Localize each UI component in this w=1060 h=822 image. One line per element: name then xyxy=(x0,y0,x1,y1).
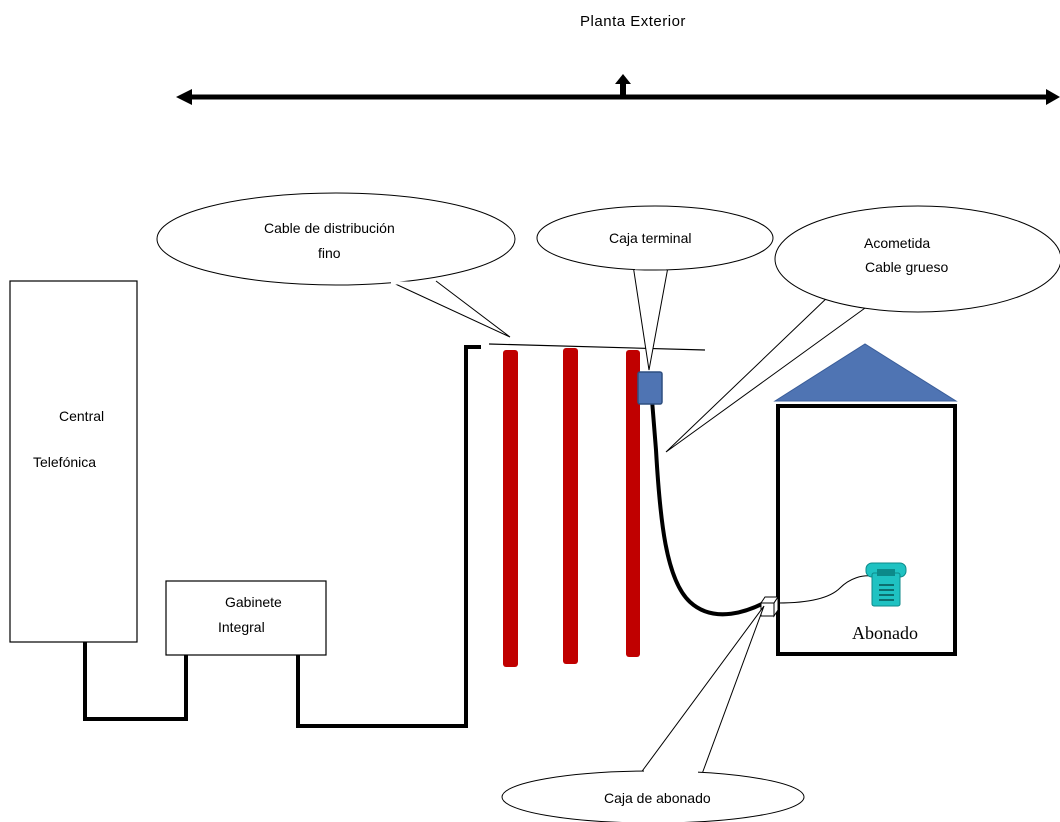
inside-wire xyxy=(777,575,873,604)
telephone-icon xyxy=(865,562,907,607)
callout-caja-abonado: Caja de abonado xyxy=(501,605,805,822)
subscriber-box xyxy=(760,595,779,618)
double-headed-arrow-icon xyxy=(176,74,1060,105)
pole-3 xyxy=(626,350,640,657)
callout-acometida: Acometida Cable grueso xyxy=(665,205,1060,453)
house-roof xyxy=(773,343,958,402)
gabinete-label-line2: Integral xyxy=(218,619,265,635)
distribution-cable xyxy=(488,343,706,351)
callout-caja-abonado-line1: Caja de abonado xyxy=(604,790,711,806)
central-telefonica-box: Central Telefónica xyxy=(9,280,138,643)
callout-acometida-line2: Cable grueso xyxy=(865,259,948,275)
house-label: Abonado xyxy=(852,623,918,643)
subscriber-house: Abonado xyxy=(773,343,958,656)
callout-cable-distribucion-line2: fino xyxy=(318,245,341,261)
callout-cable-distribucion: Cable de distribución fino xyxy=(156,192,516,338)
terminal-box xyxy=(637,371,663,405)
callout-acometida-line1: Acometida xyxy=(864,235,930,251)
central-label-line1: Central xyxy=(59,408,104,424)
gabinete-label-line1: Gabinete xyxy=(225,594,282,610)
callout-caja-terminal: Caja terminal xyxy=(536,205,774,371)
house-body xyxy=(776,404,957,656)
callout-cable-distribucion-line1: Cable de distribución xyxy=(264,220,395,236)
cable-central-gabinete xyxy=(83,642,188,721)
pole-2 xyxy=(563,348,578,664)
central-label-line2: Telefónica xyxy=(33,454,96,470)
gabinete-integral-box: Gabinete Integral xyxy=(165,580,327,656)
pole-1 xyxy=(503,350,518,667)
diagram-title: Planta Exterior xyxy=(580,13,686,30)
drop-cable xyxy=(650,399,765,617)
cable-gabinete-poste xyxy=(296,345,481,728)
callout-caja-terminal-line1: Caja terminal xyxy=(609,230,691,246)
